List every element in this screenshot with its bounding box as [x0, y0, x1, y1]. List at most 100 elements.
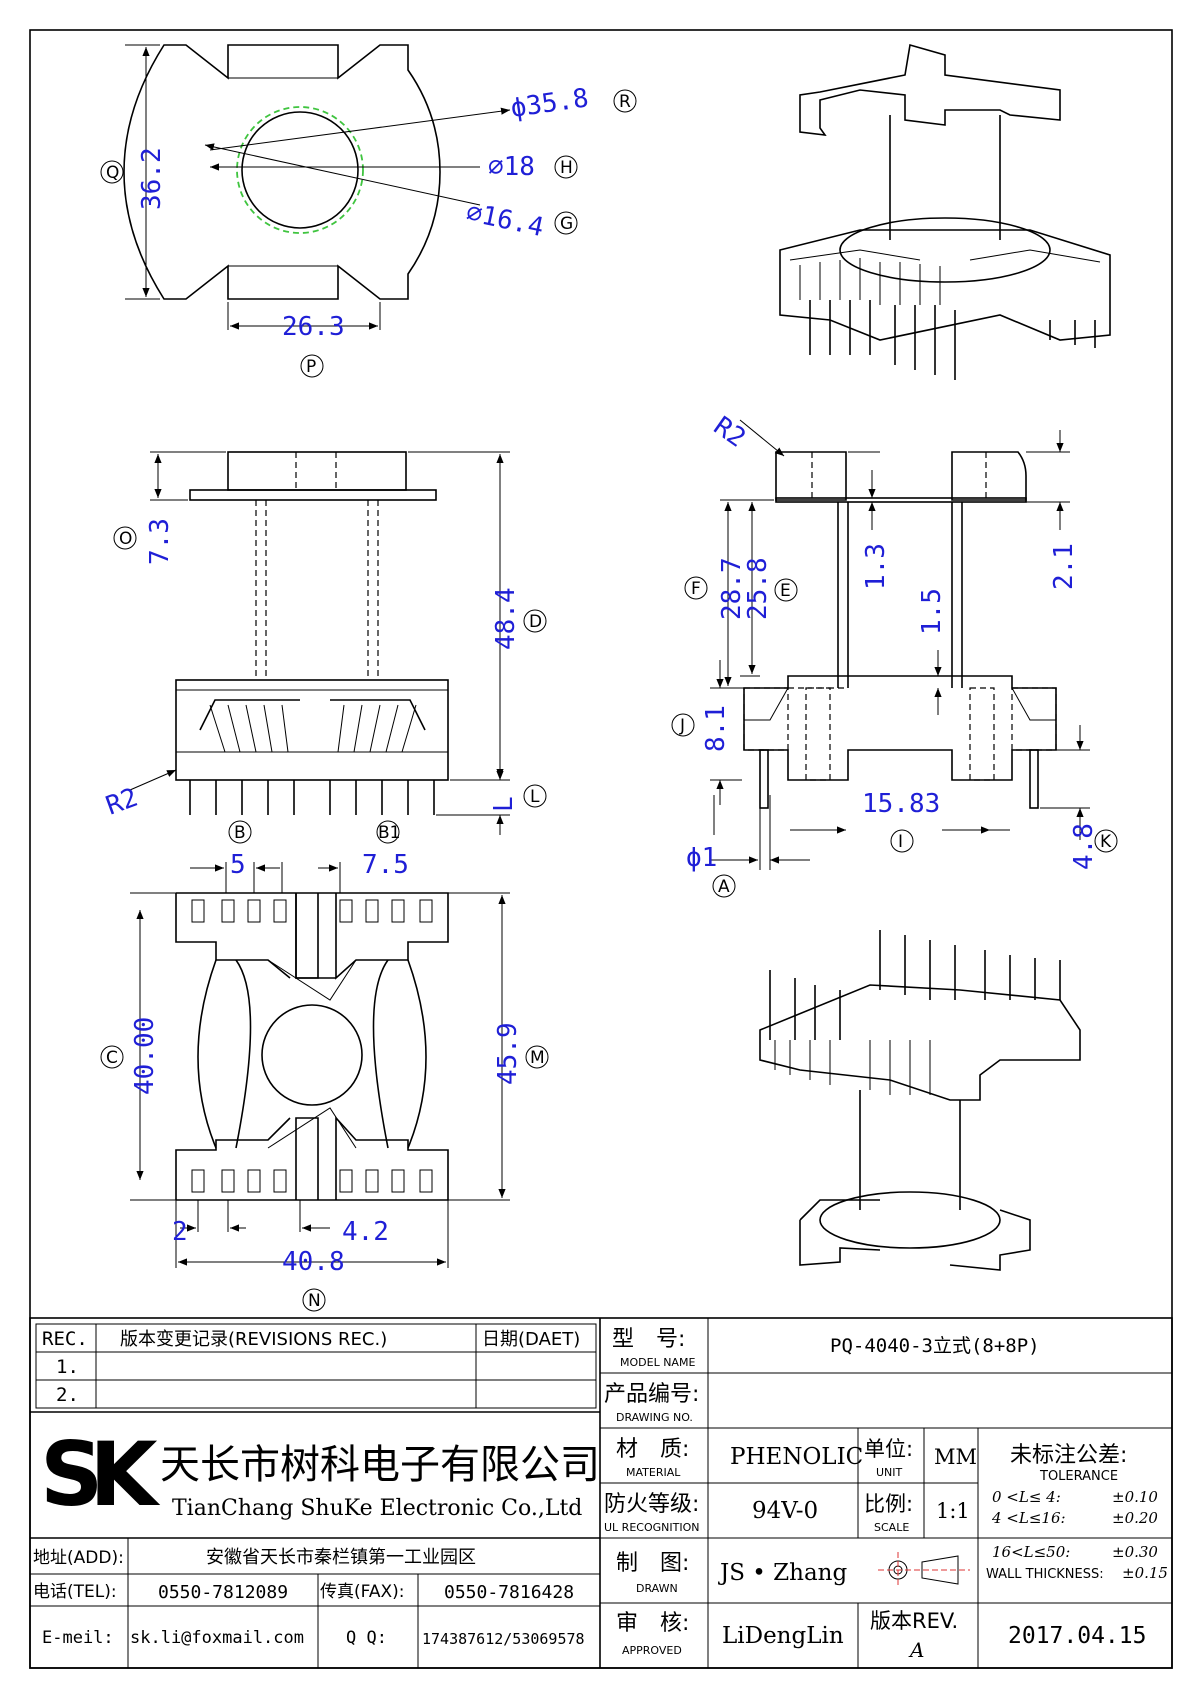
approved-label-cn: 审 核:: [616, 1611, 689, 1636]
date-col-head: 日期(DAET): [482, 1329, 580, 1350]
dim-2-1: 2.1: [1049, 543, 1079, 590]
address-label: 地址(ADD):: [33, 1548, 124, 1568]
scale-label-en: SCALE: [874, 1521, 909, 1534]
reference-labels: [100, 89, 1118, 1312]
label-p: P: [306, 357, 316, 377]
qq-label: Q Q:: [346, 1628, 387, 1648]
label-r: R: [619, 92, 631, 112]
side-view: [710, 419, 1090, 870]
dim-l: L: [489, 796, 519, 812]
dim-phi-18: ⌀18: [488, 152, 535, 182]
label-g: G: [560, 214, 573, 234]
qq-value: 174387612/53069578: [422, 1630, 585, 1648]
dim-7-3: 7.3: [145, 518, 175, 565]
tolerance-label-en: TOLERANCE: [1039, 1469, 1118, 1484]
dim-7-5: 7.5: [362, 850, 409, 880]
revisions-col-head: 版本变更记录(REVISIONS REC.): [120, 1329, 387, 1350]
dim-15-83: 15.83: [862, 789, 940, 819]
approved-value: LiDengLin: [722, 1623, 844, 1649]
tolerance-value-3: ±0.30: [1112, 1543, 1158, 1561]
fax-label: 传真(FAX):: [320, 1582, 405, 1602]
model-label-en: MODEL NAME: [620, 1356, 695, 1369]
date-value: 2017.04.15: [1008, 1623, 1146, 1649]
title-block: [29, 1317, 1173, 1669]
label-f: F: [691, 579, 701, 599]
rev-label: 版本REV.: [870, 1609, 958, 1633]
label-k: K: [1100, 832, 1112, 852]
dim-5: 5: [230, 850, 246, 880]
material-label-en: MATERIAL: [626, 1466, 681, 1479]
dim-25-8: 25.8: [743, 557, 773, 620]
rev-row-1: 1.: [56, 1356, 79, 1378]
tolerance-value-1: ±0.10: [1112, 1488, 1158, 1506]
drawn-label-en: DRAWN: [636, 1582, 678, 1595]
dim-36-2: 36.2: [137, 147, 167, 210]
company-logo: SK: [40, 1423, 160, 1526]
tolerance-value-2: ±0.20: [1112, 1509, 1158, 1527]
top-view: [123, 44, 511, 330]
unit-label-cn: 单位:: [864, 1437, 913, 1461]
email-label: E-meil:: [42, 1628, 114, 1648]
label-c: C: [106, 1048, 118, 1068]
iso-view-top: [779, 43, 1111, 380]
drawn-label-cn: 制 图:: [616, 1551, 689, 1576]
dim-45-9: 45.9: [493, 1022, 523, 1085]
dim-26-3: 26.3: [282, 312, 345, 342]
model-label-cn: 型 号:: [612, 1327, 685, 1352]
wall-thickness-value: ±0.15: [1122, 1564, 1168, 1582]
email-value: sk.li@foxmail.com: [130, 1628, 304, 1648]
dim-28-7: 28.7: [717, 557, 747, 620]
bottom-view: [130, 862, 510, 1268]
label-o: O: [119, 529, 132, 549]
company-name-en: TianChang ShuKe Electronic Co.,Ltd: [172, 1496, 582, 1521]
material-label-cn: 材 质:: [616, 1437, 689, 1462]
rev-value: A: [908, 1638, 924, 1662]
tolerance-range-3: 16<L≤50:: [992, 1543, 1070, 1561]
label-i: I: [898, 832, 903, 852]
tolerance-range-2: 4 <L≤16:: [991, 1509, 1066, 1527]
material-value: PHENOLIC: [730, 1444, 863, 1470]
drawn-value: JS • Zhang: [718, 1560, 847, 1586]
rev-row-2: 2.: [56, 1384, 79, 1406]
wall-thickness-label: WALL THICKNESS:: [986, 1567, 1104, 1582]
dim-1-5: 1.5: [917, 588, 947, 635]
dim-4-8: 4.8: [1069, 823, 1099, 870]
label-q: Q: [106, 163, 119, 183]
label-e: E: [780, 581, 791, 601]
label-j: J: [679, 716, 685, 736]
company-name-cn: 天长市树科电子有限公司: [160, 1442, 600, 1488]
iso-view-bottom: [759, 930, 1081, 1271]
scale-value: 1:1: [936, 1499, 970, 1523]
tolerance-label-cn: 未标注公差:: [1010, 1443, 1127, 1468]
model-value: PQ-4040-3立式(8+8P): [830, 1335, 1040, 1357]
dim-4-2: 4.2: [342, 1217, 389, 1247]
unit-value: MM: [934, 1445, 977, 1469]
tel-value: 0550-7812089: [158, 1582, 288, 1603]
approved-label-en: APPROVED: [622, 1644, 682, 1657]
dim-2: 2: [172, 1217, 188, 1247]
dim-phi-16-4: ⌀16.4: [464, 198, 547, 244]
front-view: [129, 451, 510, 835]
label-h: H: [560, 158, 573, 178]
dim-40-8: 40.8: [282, 1247, 345, 1277]
ul-label-en: UL RECOGNITION: [604, 1521, 699, 1534]
drawing-no-label-cn: 产品编号:: [604, 1382, 699, 1407]
sheet-border: [29, 29, 1173, 1669]
ul-value: 94V-0: [752, 1498, 818, 1524]
dim-r2-side: R2: [708, 411, 751, 454]
label-b1: B1: [378, 823, 400, 843]
drawing-no-label-en: DRAWING NO.: [616, 1411, 693, 1424]
dim-r2-front: R2: [102, 783, 142, 822]
tolerance-range-1: 0 <L≤ 4:: [992, 1488, 1061, 1506]
label-m: M: [530, 1048, 545, 1068]
tel-label: 电话(TEL):: [33, 1582, 117, 1602]
ul-label-cn: 防火等级:: [604, 1492, 699, 1517]
scale-label-cn: 比例:: [864, 1492, 913, 1516]
label-d: D: [529, 612, 542, 632]
label-l: L: [530, 787, 540, 807]
dim-1-3: 1.3: [861, 543, 891, 590]
dim-8-1: 8.1: [701, 705, 731, 752]
address-value: 安徽省天长市秦栏镇第一工业园区: [206, 1547, 476, 1568]
label-b: B: [234, 823, 246, 843]
